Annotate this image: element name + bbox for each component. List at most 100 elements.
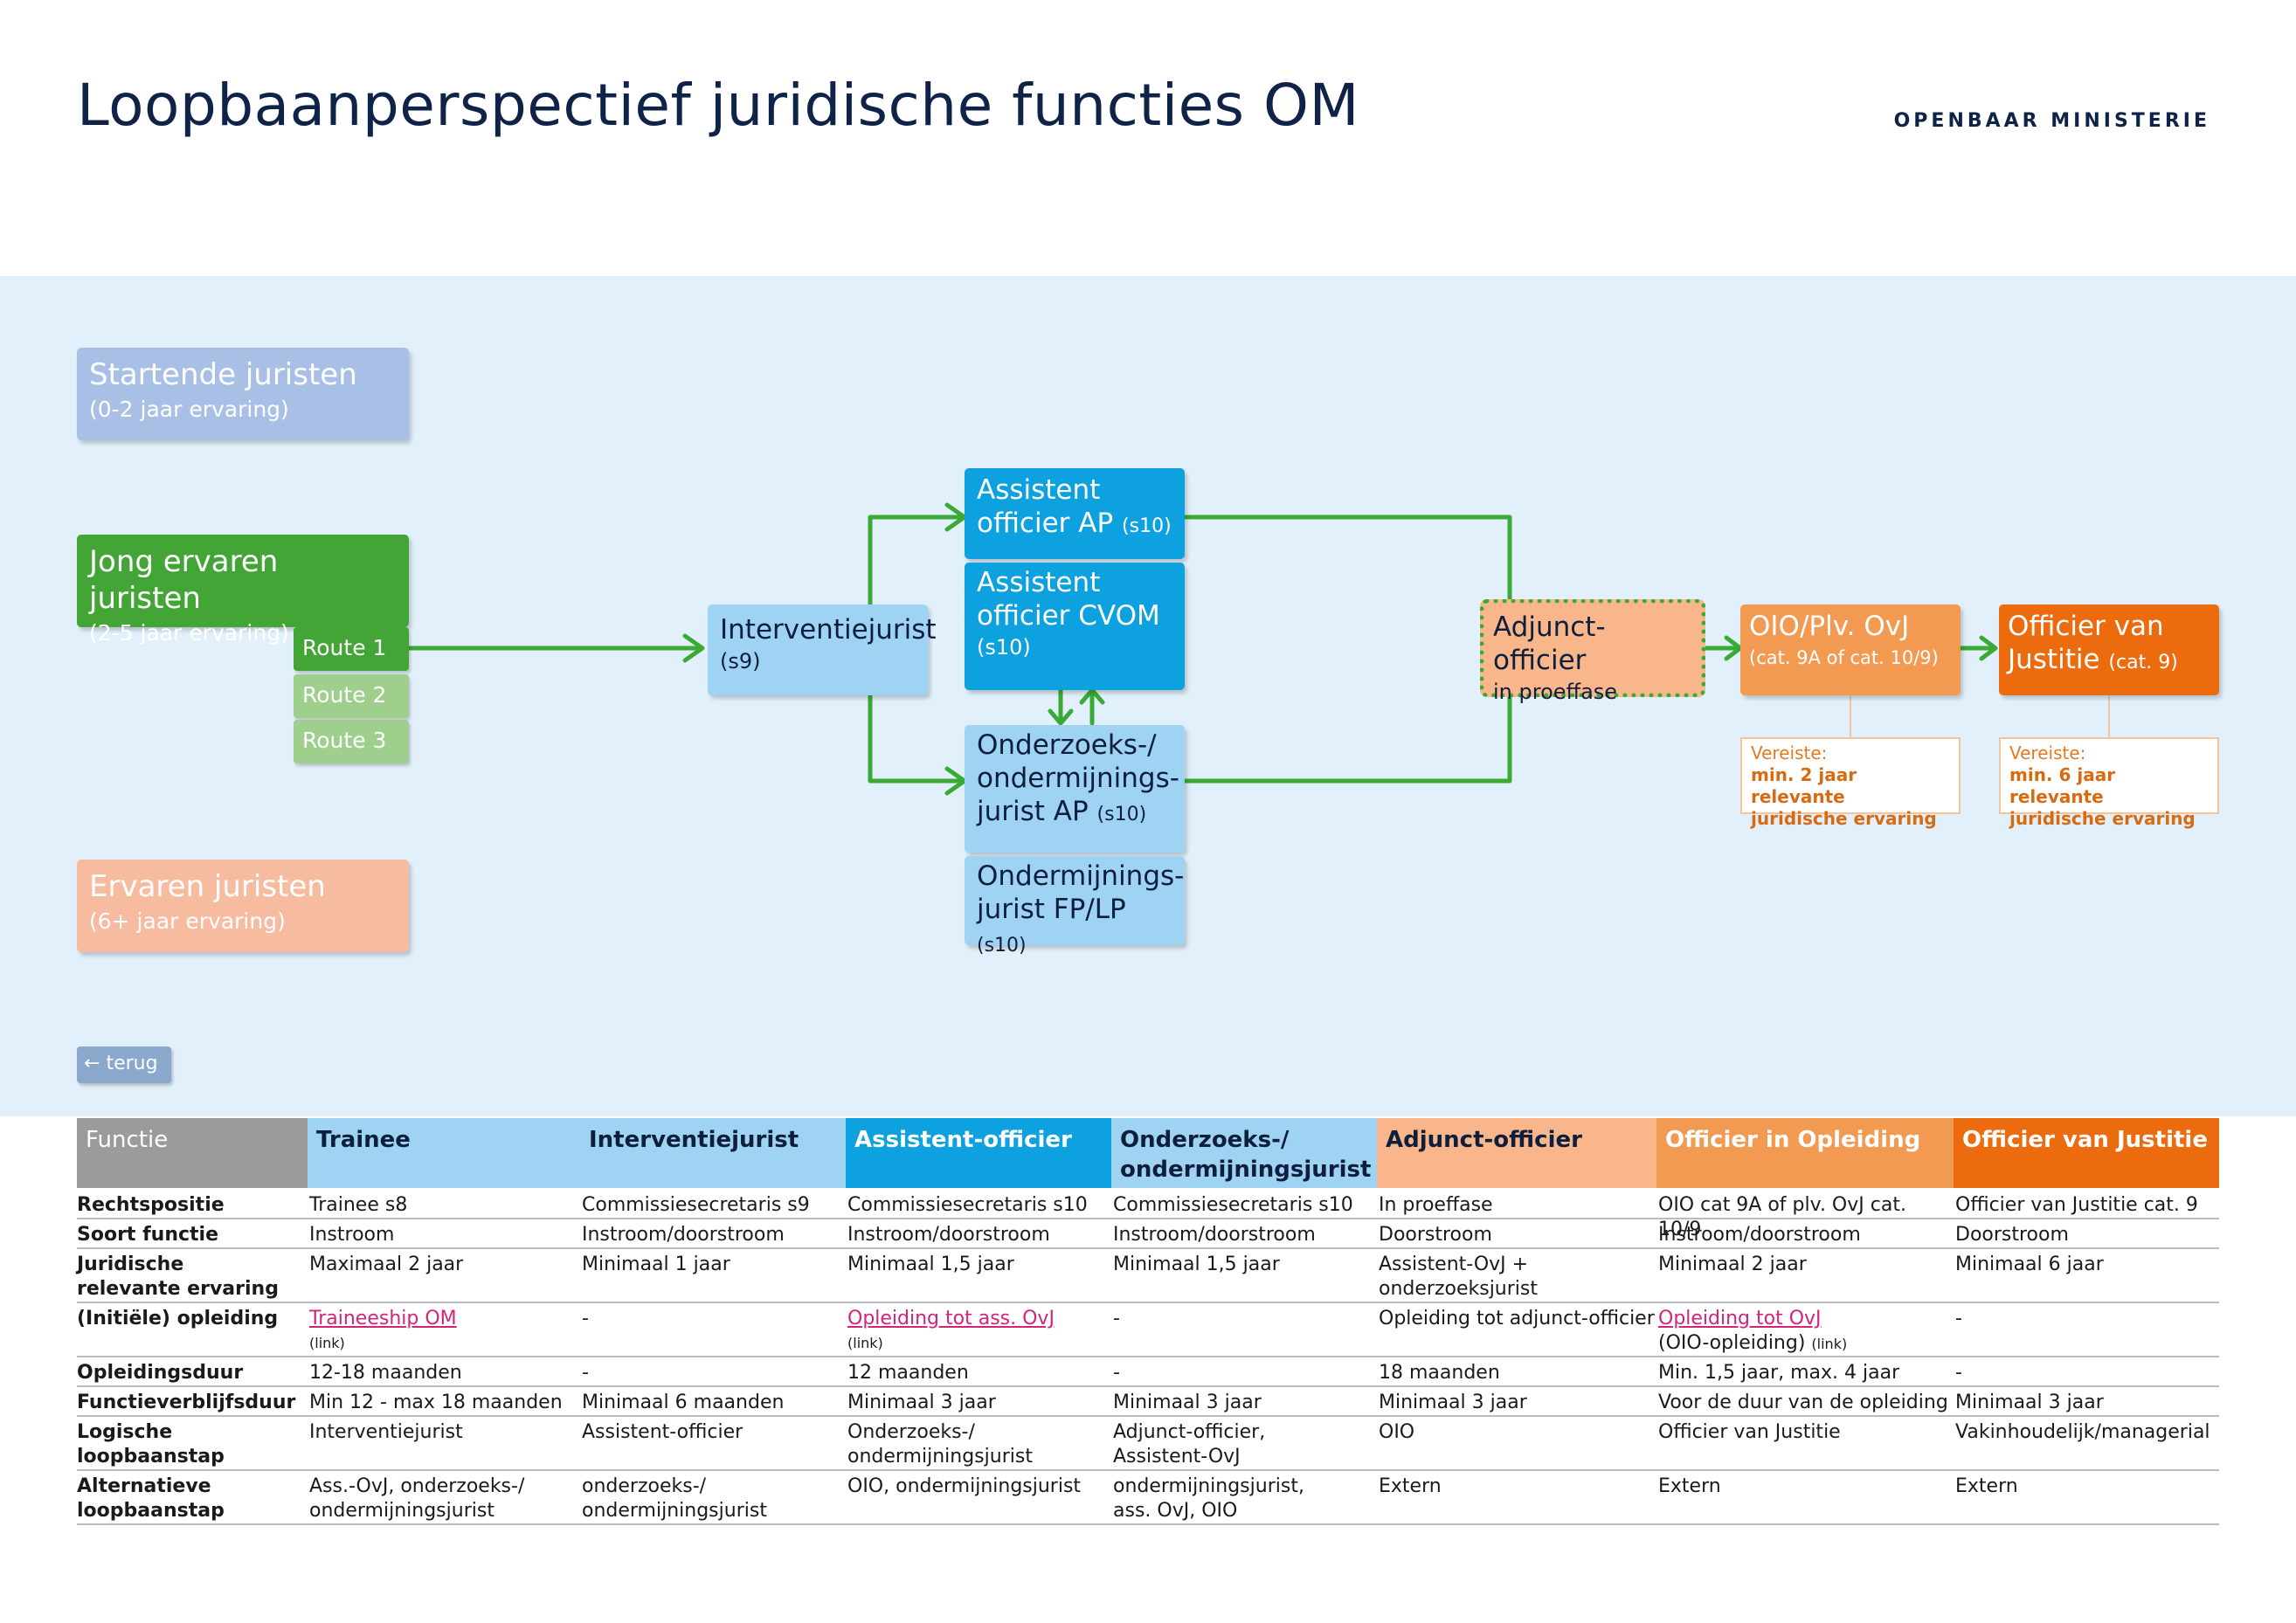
route-3-button[interactable]: Route 3 (294, 720, 409, 763)
node-interventiejurist[interactable]: Interventiejurist (s9) (708, 604, 937, 695)
arrow-left-icon: ← (84, 1053, 100, 1074)
table-cell: Doorstroom (1379, 1224, 1492, 1246)
node-sub: (s10) (977, 635, 1031, 660)
table-cell: Officier van Justitie (1658, 1421, 1841, 1443)
node-officier-van-justitie[interactable]: Officier van Justitie (cat. 9) (1999, 604, 2219, 695)
opleiding-ovj-link[interactable]: Opleiding tot OvJ (1658, 1308, 1822, 1329)
table-cell: 12-18 maanden (309, 1362, 462, 1384)
link-extra: (OIO-opleiding) (1658, 1332, 1806, 1354)
node-line1: Onderzoeks-/ (977, 729, 1157, 761)
col-header-label: Trainee (316, 1127, 411, 1153)
category-title: Ervaren juristen (89, 869, 326, 904)
table-cell: Vakinhoudelijk/managerial (1955, 1421, 2210, 1443)
table-cell: Ass.-OvJ, onderzoeks-/ ondermijningsjuri… (309, 1475, 525, 1522)
table-cell: - (1955, 1308, 1962, 1329)
row-label: Functieverblijfsduur (77, 1392, 296, 1413)
col-header-label: Officier in Opleiding (1665, 1127, 1921, 1153)
category-startende-juristen[interactable]: Startende juristen (0-2 jaar ervaring) (77, 348, 409, 440)
link-note: (link) (847, 1335, 883, 1351)
col-header-trainee: Trainee (308, 1118, 580, 1188)
category-sub: (2-5 jaar ervaring) (89, 620, 289, 646)
requirement-label: Vereiste: (1751, 742, 1828, 763)
table-cell: OIO cat 9A of plv. OvJ cat. 10/9 (1658, 1194, 1906, 1240)
arrow-interventie-assistent (868, 515, 964, 607)
table-cell: Assistent-OvJ + onderzoeksjurist (1379, 1254, 1538, 1300)
table-cell: Opleiding tot adjunct-officier (1379, 1308, 1655, 1329)
requirement-text: min. 2 jaar relevante (1751, 764, 1857, 807)
page-title: Loopbaanperspectief juridische functies … (77, 72, 1359, 139)
node-ondermijningsjurist-fp-lp[interactable]: Ondermijnings- jurist FP/LP (s10) (965, 856, 1185, 957)
row-label: Opleidingsduur (77, 1362, 244, 1384)
table-cell: Minimaal 2 jaar (1658, 1254, 1807, 1275)
route-2-button[interactable]: Route 2 (294, 674, 409, 718)
col-header-label: Interventiejurist (589, 1127, 799, 1153)
table-cell: ondermijningsjurist, ass. OvJ, OIO (1113, 1475, 1304, 1522)
node-title: Adjunct-officier (1493, 611, 1606, 676)
node-line3: jurist AP (977, 796, 1089, 827)
table-cell: onderzoeks-/ ondermijningsjurist (582, 1475, 767, 1522)
col-header-label: Officier van Justitie (1962, 1127, 2208, 1153)
table-row: Opleidingsduur 12-18 maanden - 12 maande… (77, 1357, 2219, 1387)
table-cell: Instroom/doorstroom (1113, 1224, 1316, 1246)
table-cell: OIO, ondermijningsjurist (847, 1475, 1082, 1497)
col-header-officier-van-justitie: Officier van Justitie (1954, 1118, 2219, 1188)
col-header-label: Assistent-officier (854, 1127, 1072, 1153)
arrow-onderzoeks-adjunct (1182, 693, 1512, 784)
link-note: (link) (1811, 1336, 1848, 1352)
node-assistent-officier-cvom[interactable]: Assistent officier CVOM (s10) (965, 563, 1185, 690)
table-cell: Traineeship OM (link) (309, 1307, 577, 1356)
node-adjunct-officier[interactable]: Adjunct-officier in proeffase (1480, 599, 1705, 704)
node-line1: Assistent (977, 567, 1101, 598)
category-title: Jong ervaren juristen (89, 544, 279, 616)
node-onderzoeks-ondermijningsjurist-ap[interactable]: Onderzoeks-/ ondermijnings- jurist AP (s… (965, 725, 1185, 853)
table-row: Soort functie Instroom Instroom/doorstro… (77, 1219, 2219, 1249)
table-row: Alternatieve loopbaanstap Ass.-OvJ, onde… (77, 1471, 2219, 1525)
table-cell: Commissiesecretaris s10 (847, 1194, 1088, 1216)
table-cell: Commissiesecretaris s10 (1113, 1194, 1353, 1216)
col-header-label: Adjunct-officier (1386, 1127, 1582, 1153)
node-oio-plv-ovj[interactable]: OIO/Plv. OvJ (cat. 9A of cat. 10/9) (1740, 604, 1961, 695)
opleiding-ass-ovj-link[interactable]: Opleiding tot ass. OvJ (847, 1308, 1055, 1329)
table-cell: Voor de duur van de opleiding (1658, 1392, 1948, 1413)
requirement-text: juridische ervaring (2009, 808, 2196, 829)
table-cell: 12 maanden (847, 1362, 969, 1384)
node-suffix: (s10) (977, 935, 1027, 957)
table-row: Rechtspositie Trainee s8 Commissiesecret… (77, 1190, 2219, 1240)
node-line1: Ondermijnings- (977, 860, 1185, 892)
node-suffix: (cat. 9) (2108, 652, 2178, 673)
table-cell: Minimaal 1,5 jaar (1113, 1254, 1280, 1275)
node-suffix: (s10) (1096, 804, 1147, 825)
arrow-interventie-onderzoeks (868, 693, 964, 784)
table-cell: Commissiesecretaris s9 (582, 1194, 810, 1216)
category-sub: (0-2 jaar ervaring) (89, 397, 289, 422)
table-cell: Maximaal 2 jaar (309, 1254, 464, 1275)
node-line2: ondermijnings- (977, 763, 1179, 794)
table-cell: Minimaal 6 jaar (1955, 1254, 2104, 1275)
traineeship-link[interactable]: Traineeship OM (309, 1308, 457, 1329)
category-jong-ervaren-juristen[interactable]: Jong ervaren juristen (2-5 jaar ervaring… (77, 535, 409, 646)
col-header-label: Onderzoeks-/ ondermijningsjurist (1120, 1127, 1372, 1183)
node-line2: jurist FP/LP (977, 894, 1126, 925)
requirement-oio: Vereiste: min. 2 jaar relevante juridisc… (1740, 737, 1961, 829)
back-button[interactable]: ← terug (77, 1046, 171, 1083)
requirement-ovj: Vereiste: min. 6 jaar relevante juridisc… (1999, 737, 2219, 829)
node-line2: officier CVOM (977, 600, 1160, 632)
table-cell: Minimaal 3 jaar (847, 1392, 996, 1413)
table-cell: Instroom (309, 1224, 395, 1246)
table-cell: - (582, 1362, 589, 1384)
table-cell: Doorstroom (1955, 1224, 2069, 1246)
node-assistent-officier-ap[interactable]: Assistent officier AP (s10) (965, 468, 1185, 559)
table-cell: - (582, 1308, 589, 1329)
back-label: terug (106, 1053, 158, 1074)
requirement-text: min. 6 jaar relevante (2009, 764, 2116, 807)
table-cell: - (1955, 1362, 1962, 1384)
table-cell: Minimaal 1,5 jaar (847, 1254, 1014, 1275)
requirement-text: juridische ervaring (1751, 808, 1937, 829)
arrow-assistent-adjunct (1182, 515, 1512, 605)
table-cell: Minimaal 3 jaar (1955, 1392, 2104, 1413)
route-1-button[interactable]: Route 1 (294, 627, 409, 671)
category-ervaren-juristen[interactable]: Ervaren juristen (6+ jaar ervaring) (77, 860, 409, 952)
table-cell: Interventiejurist (309, 1421, 463, 1443)
table-cell: Extern (1955, 1475, 2018, 1497)
table-cell: Opleiding tot OvJ (OIO-opleiding) (link) (1658, 1307, 1952, 1357)
